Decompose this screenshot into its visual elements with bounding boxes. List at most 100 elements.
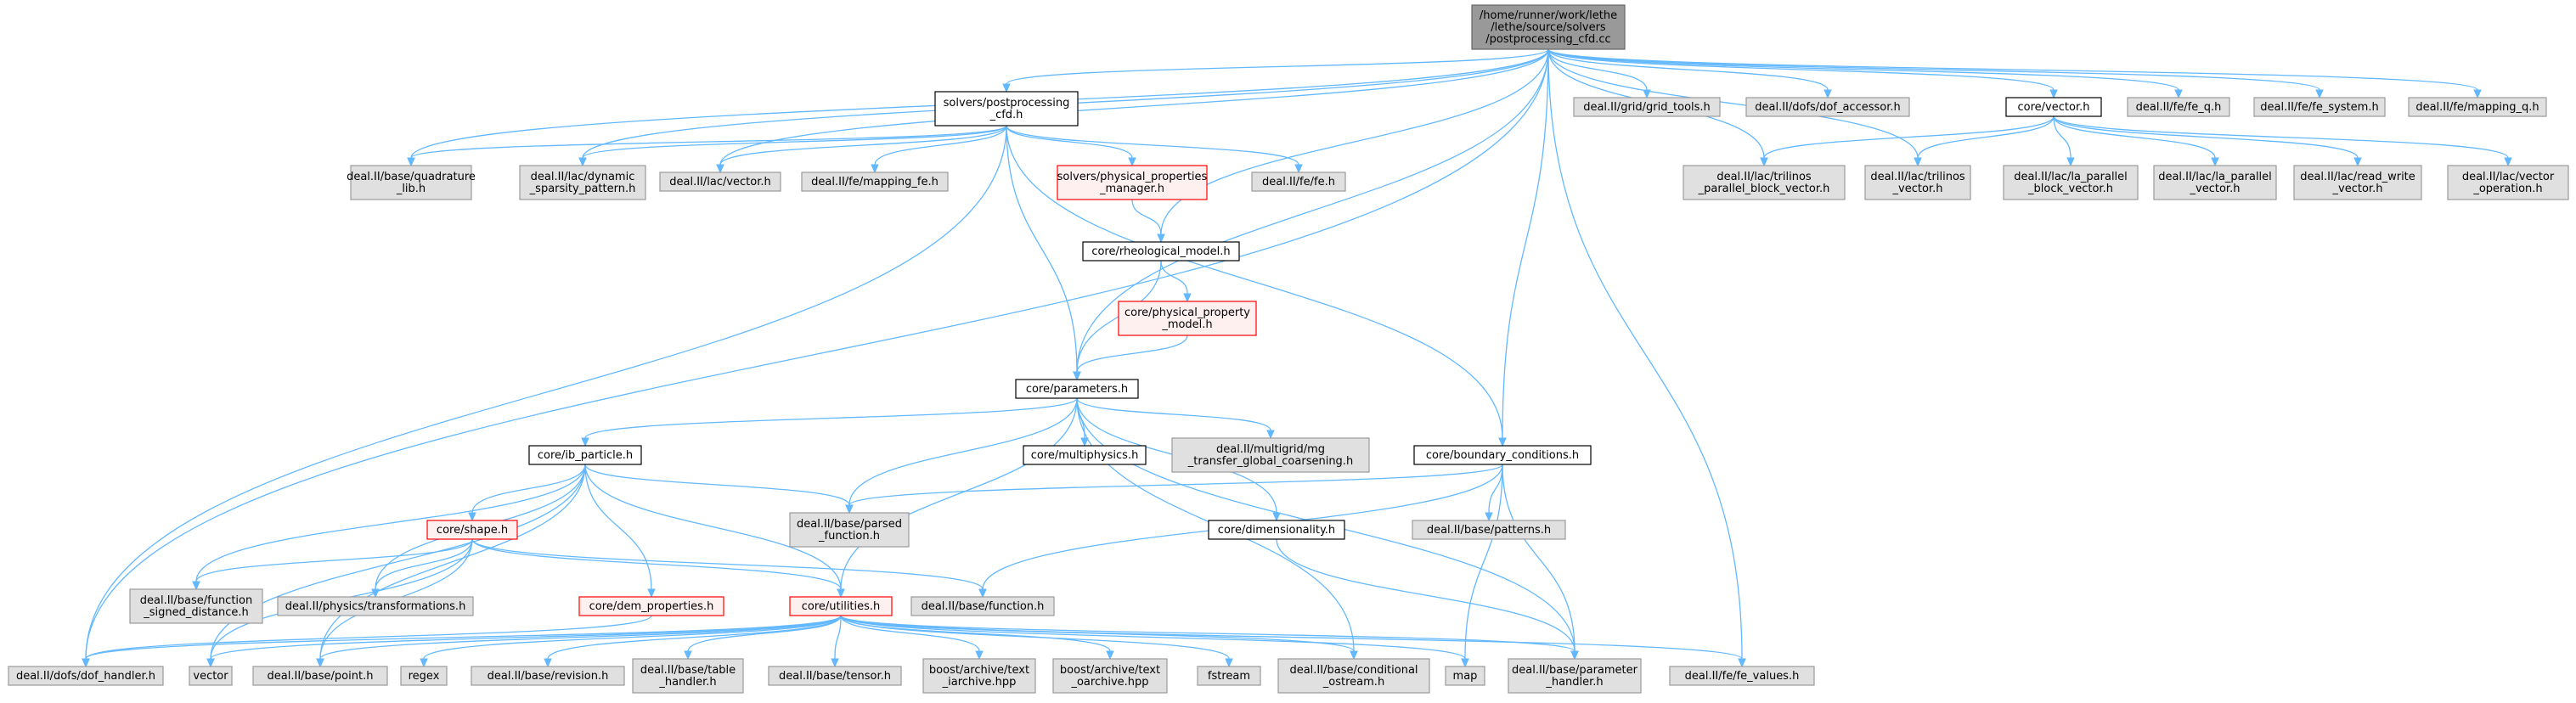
node-label-line: core/parameters.h bbox=[1026, 383, 1128, 396]
node-fe-system[interactable]: deal.II/fe/fe_system.h bbox=[2253, 97, 2386, 117]
node-param-handler[interactable]: deal.II/base/parameter_handler.h bbox=[1508, 658, 1642, 694]
node-label-line: fstream bbox=[1208, 670, 1250, 683]
node-text-oarchive[interactable]: boost/archive/text_oarchive.hpp bbox=[1052, 658, 1168, 694]
node-read-write[interactable]: deal.II/lac/read_write_vector.h bbox=[2293, 165, 2422, 200]
node-label-line: deal.II/base/parsed bbox=[797, 518, 902, 531]
node-box bbox=[1251, 172, 1346, 192]
node-core-vector[interactable]: core/vector.h bbox=[2005, 97, 2102, 117]
node-label-line: deal.II/fe/fe_values.h bbox=[1685, 670, 1800, 683]
node-base-function[interactable]: deal.II/base/function.h bbox=[910, 596, 1055, 616]
node-label-line: deal.II/lac/la_parallel bbox=[2158, 171, 2272, 183]
node-box bbox=[1413, 445, 1592, 465]
edge-core_vector-to-la_par_vector bbox=[2053, 115, 2219, 167]
node-map[interactable]: map bbox=[1445, 666, 1485, 686]
node-dof-handler[interactable]: deal.II/dofs/dof_handler.h bbox=[8, 666, 164, 686]
node-rheo[interactable]: core/rheological_model.h bbox=[1082, 241, 1240, 262]
node-box bbox=[789, 512, 910, 548]
node-box bbox=[1669, 666, 1815, 686]
node-cond-ostream[interactable]: deal.II/base/conditional_ostream.h bbox=[1277, 658, 1430, 694]
node-multiphysics[interactable]: core/multiphysics.h bbox=[1023, 445, 1147, 465]
node-patterns[interactable]: deal.II/base/patterns.h bbox=[1412, 520, 1566, 540]
edge-utilities-to-tensor bbox=[831, 615, 842, 668]
node-box bbox=[471, 666, 625, 686]
edge-core_vector-to-tril_vector bbox=[1914, 115, 2055, 167]
node-fe-values[interactable]: deal.II/fe/fe_values.h bbox=[1669, 666, 1815, 686]
node-ib-particle[interactable]: core/ib_particle.h bbox=[528, 445, 642, 465]
edge-core_vector-to-read_write bbox=[2053, 115, 2362, 167]
edge-core_vector-to-la_par_block bbox=[2053, 115, 2075, 167]
node-vector-std[interactable]: vector bbox=[189, 666, 233, 686]
node-label-line: core/shape.h bbox=[437, 524, 508, 537]
node-label-line: core/rheological_model.h bbox=[1091, 245, 1230, 258]
edge-root-to-core_vector bbox=[1547, 48, 2058, 99]
node-params[interactable]: core/parameters.h bbox=[1015, 379, 1139, 399]
node-label-line: _vector.h bbox=[1892, 183, 1943, 195]
node-func-signed[interactable]: deal.II/base/function_signed_distance.h bbox=[129, 588, 263, 624]
node-postproc-h[interactable]: solvers/postprocessing_cfd.h bbox=[934, 91, 1079, 127]
node-tril-par-block[interactable]: deal.II/lac/trilinos_parallel_block_vect… bbox=[1683, 165, 1846, 200]
node-mg-transfer[interactable]: deal.II/multigrid/mg_transfer_global_coa… bbox=[1171, 437, 1370, 473]
edge-root-to-lac_vector bbox=[716, 48, 1549, 174]
node-dof-accessor[interactable]: deal.II/dofs/dof_accessor.h bbox=[1745, 97, 1910, 117]
edge-core_vector-to-vector_op bbox=[2053, 115, 2512, 167]
node-label-line: deal.II/fe/mapping_q.h bbox=[2415, 101, 2539, 114]
node-label-line: _signed_distance.h bbox=[143, 606, 249, 619]
edge-postproc_h-to-mapping_fe bbox=[871, 125, 1007, 174]
node-label-line: _oarchive.hpp bbox=[1070, 676, 1148, 689]
node-transformations[interactable]: deal.II/physics/transformations.h bbox=[277, 596, 474, 616]
node-label-line: core/vector.h bbox=[2018, 101, 2090, 114]
node-tensor[interactable]: deal.II/base/tensor.h bbox=[768, 666, 902, 686]
node-label-line: _vector.h bbox=[2332, 183, 2383, 195]
node-label-line: core/multiphysics.h bbox=[1031, 449, 1139, 462]
node-mapping-q[interactable]: deal.II/fe/mapping_q.h bbox=[2408, 97, 2547, 117]
node-dem-props[interactable]: core/dem_properties.h bbox=[578, 596, 724, 616]
node-label-line: _sparsity_pattern.h bbox=[529, 183, 636, 195]
node-label-line: _lib.h bbox=[396, 183, 426, 195]
node-text-iarchive[interactable]: boost/archive/text_iarchive.hpp bbox=[922, 658, 1036, 694]
node-parsed-function[interactable]: deal.II/base/parsed_function.h bbox=[789, 512, 910, 548]
node-revision[interactable]: deal.II/base/revision.h bbox=[471, 666, 625, 686]
node-box bbox=[1864, 165, 1971, 200]
node-mapping-fe[interactable]: deal.II/fe/mapping_fe.h bbox=[801, 172, 949, 192]
node-point[interactable]: deal.II/base/point.h bbox=[252, 666, 388, 686]
node-box bbox=[1471, 4, 1626, 50]
node-phys-prop-mgr[interactable]: solvers/physical_properties_manager.h bbox=[1057, 165, 1208, 200]
node-regex[interactable]: regex bbox=[400, 666, 448, 686]
node-phys-prop-model[interactable]: core/physical_property_model.h bbox=[1118, 301, 1257, 336]
node-box bbox=[400, 666, 448, 686]
node-vector-op[interactable]: deal.II/lac/vector_operation.h bbox=[2447, 165, 2569, 200]
node-quadrature-lib[interactable]: deal.II/base/quadrature_lib.h bbox=[347, 165, 476, 200]
node-la-par-vector[interactable]: deal.II/lac/la_parallel_vector.h bbox=[2153, 165, 2277, 200]
edge-params-to-mg_transfer bbox=[1076, 397, 1275, 440]
node-utilities[interactable]: core/utilities.h bbox=[789, 596, 893, 616]
node-tril-vector[interactable]: deal.II/lac/trilinos_vector.h bbox=[1864, 165, 1971, 200]
edge-boundary-to-parsed_function bbox=[845, 464, 1503, 515]
node-grid-tools[interactable]: deal.II/grid/grid_tools.h bbox=[1573, 97, 1721, 117]
node-label-line: _manager.h bbox=[1099, 183, 1164, 195]
node-box bbox=[1023, 445, 1147, 465]
node-fe-q[interactable]: deal.II/fe/fe_q.h bbox=[2127, 97, 2230, 117]
node-lac-vector[interactable]: deal.II/lac/vector.h bbox=[659, 172, 781, 192]
node-label-line: deal.II/base/revision.h bbox=[488, 670, 609, 683]
node-box bbox=[2005, 97, 2102, 117]
node-fe-fe[interactable]: deal.II/fe/fe.h bbox=[1251, 172, 1346, 192]
node-label-line: /lethe/source/solvers bbox=[1491, 21, 1606, 34]
node-table-handler[interactable]: deal.II/base/table_handler.h bbox=[632, 658, 744, 694]
edge-dimensionality-to-param_handler bbox=[1276, 538, 1579, 661]
node-box bbox=[1573, 97, 1721, 117]
node-box bbox=[129, 588, 263, 624]
node-box bbox=[2253, 97, 2386, 117]
node-shape[interactable]: core/shape.h bbox=[426, 520, 518, 540]
node-la-par-block[interactable]: deal.II/lac/la_parallel_block_vector.h bbox=[2003, 165, 2139, 200]
edge-ib_particle-to-parsed_function bbox=[584, 464, 854, 515]
node-dyn-sparsity[interactable]: deal.II/lac/dynamic_sparsity_pattern.h bbox=[519, 165, 646, 200]
edge-utilities-to-table_handler bbox=[684, 615, 842, 661]
node-dimensionality[interactable]: core/dimensionality.h bbox=[1208, 520, 1345, 540]
node-fstream[interactable]: fstream bbox=[1197, 666, 1261, 686]
node-label-line: _model.h bbox=[1161, 318, 1212, 331]
edge-root-to-mapping_q bbox=[1547, 48, 2482, 99]
node-label-line: /home/runner/work/lethe bbox=[1480, 9, 1617, 22]
node-boundary[interactable]: core/boundary_conditions.h bbox=[1413, 445, 1592, 465]
node-label-line: deal.II/fe/fe_system.h bbox=[2260, 101, 2378, 114]
node-label-line: map bbox=[1453, 670, 1478, 683]
